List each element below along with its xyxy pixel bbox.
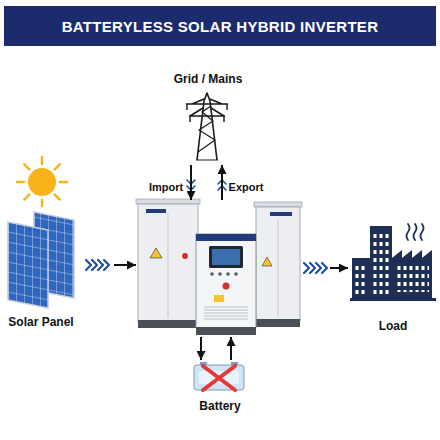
- pylon-insulators: [187, 104, 227, 122]
- sun-rays: [17, 157, 67, 206]
- cabinet-body: [196, 234, 256, 328]
- solar-panel-icon: [8, 212, 74, 308]
- edge-label: Export: [228, 181, 265, 194]
- cabinet-body: [256, 207, 300, 321]
- cabinet-base: [256, 319, 300, 327]
- cabinet-cap: [254, 202, 302, 207]
- edge-label: Import: [148, 181, 184, 194]
- node-text: Load: [379, 319, 408, 333]
- flow-chevrons: [86, 260, 109, 270]
- building-windows: [355, 262, 367, 294]
- warning-sign: [262, 257, 272, 266]
- tower-building: [370, 226, 392, 298]
- flow-arrow: [114, 264, 136, 266]
- cabinet-badge: [146, 209, 166, 213]
- battery-icon: [194, 362, 244, 390]
- factory: [392, 250, 432, 298]
- heat-waves: [407, 224, 424, 240]
- node-label: Load: [379, 319, 408, 333]
- flow-arrow: [190, 165, 192, 200]
- node-text: Grid / Mains: [174, 72, 243, 86]
- sun-disc: [28, 168, 56, 196]
- key: [218, 272, 222, 276]
- door-seam: [278, 220, 279, 316]
- title-band: BATTERYLESS SOLAR HYBRID INVERTER: [4, 6, 436, 46]
- flow-arrow: [200, 337, 202, 360]
- cabinet-band: [196, 234, 256, 241]
- panel-front: [8, 222, 48, 308]
- display-screen: [212, 249, 240, 265]
- low-building: [352, 258, 370, 298]
- cross-mark: [203, 366, 235, 390]
- node-label: Solar Panel: [8, 315, 73, 329]
- cabinet-base: [196, 327, 256, 335]
- inverter-cabinet: [254, 202, 302, 327]
- ground-line: [350, 298, 436, 301]
- sun-icon: [17, 157, 67, 206]
- node-text: Solar Panel: [8, 315, 73, 329]
- node-text: Battery: [199, 399, 240, 413]
- inverter-front-unit: [196, 234, 256, 335]
- pylon-legs: [197, 93, 217, 160]
- flow-arrow: [221, 165, 223, 200]
- cabinet-body: [138, 204, 198, 322]
- red-button: [182, 253, 188, 259]
- grid-node: Grid / Mains: [150, 70, 266, 165]
- node-label: Grid / Mains: [174, 72, 243, 86]
- key: [210, 272, 214, 276]
- load-icon: [350, 224, 436, 301]
- solar-node: Solar Panel: [4, 200, 114, 330]
- stop-button: [223, 283, 230, 290]
- battery-node: Battery: [184, 360, 256, 414]
- vent-slots: [204, 307, 248, 319]
- factory-windows: [397, 266, 429, 292]
- warning-label: [214, 295, 224, 302]
- pylon-arms: [186, 99, 228, 116]
- door-seam: [168, 214, 169, 318]
- pylon-lattice: [196, 106, 218, 160]
- inverter-cabinet: [136, 199, 200, 328]
- flow-chevrons: [304, 263, 327, 273]
- key: [234, 272, 238, 276]
- cabinet-base: [138, 320, 198, 328]
- display-frame: [209, 246, 243, 268]
- load-node: Load: [348, 218, 436, 334]
- title-text: BATTERYLESS SOLAR HYBRID INVERTER: [62, 18, 379, 35]
- warning-sign: [150, 248, 162, 258]
- flow-arrow: [230, 337, 232, 360]
- battery-body: [194, 365, 244, 390]
- inverter-node: [136, 200, 330, 337]
- cabinet-badge: [270, 212, 292, 216]
- building-windows: [373, 230, 390, 294]
- flow-arrow: [330, 267, 348, 269]
- key: [226, 272, 230, 276]
- pylon-icon: [186, 93, 228, 160]
- node-label: Battery: [199, 399, 240, 413]
